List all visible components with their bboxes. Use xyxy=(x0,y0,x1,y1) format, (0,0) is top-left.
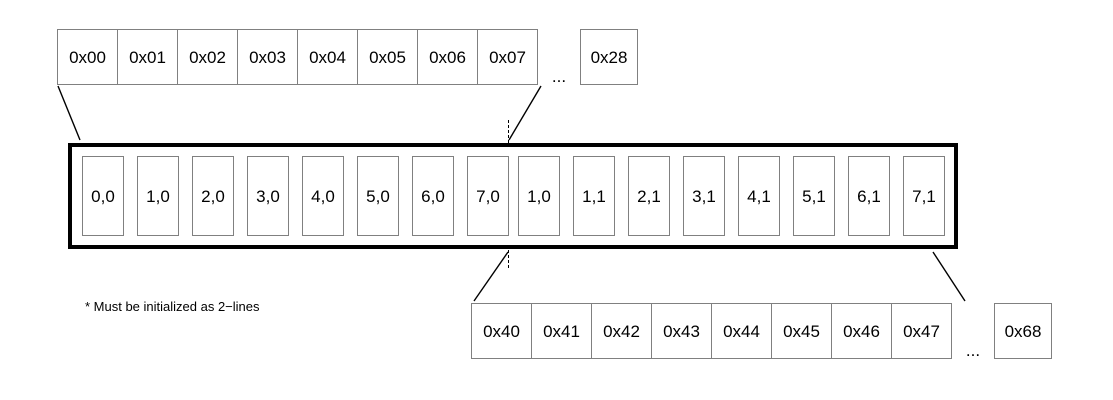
word-cell: 1,0 xyxy=(137,156,179,236)
address-cell: 0x47 xyxy=(891,303,952,359)
word-cell: 5,1 xyxy=(793,156,835,236)
leader-bottom-right-line xyxy=(932,251,966,302)
address-cell: 0x00 xyxy=(57,29,118,85)
address-ellipsis: ... xyxy=(965,341,981,360)
address-cell: 0x06 xyxy=(417,29,478,85)
address-cell: 0x46 xyxy=(831,303,892,359)
cache-line-cells: 0,0 1,0 2,0 3,0 4,0 5,0 6,0 7,0 1,0 1,1 … xyxy=(72,147,974,245)
cache-line-container: 0,0 1,0 2,0 3,0 4,0 5,0 6,0 7,0 1,0 1,1 … xyxy=(68,143,958,249)
address-cell: 0x40 xyxy=(471,303,532,359)
word-cell: 6,1 xyxy=(848,156,890,236)
address-ellipsis: ... xyxy=(551,67,567,86)
address-cell: 0x03 xyxy=(237,29,298,85)
address-cell: 0x44 xyxy=(711,303,772,359)
address-cell: 0x07 xyxy=(477,29,538,85)
address-cell: 0x45 xyxy=(771,303,832,359)
word-cell: 3,0 xyxy=(247,156,289,236)
line-1-address-strip: 0x40 0x41 0x42 0x43 0x44 0x45 0x46 0x47 … xyxy=(471,303,1052,371)
word-cell: 3,1 xyxy=(683,156,725,236)
footnote-text: * Must be initialized as 2−lines xyxy=(85,299,260,314)
word-cell: 0,0 xyxy=(82,156,124,236)
address-cell: 0x04 xyxy=(297,29,358,85)
address-cell-tail: 0x68 xyxy=(994,303,1052,359)
word-cell: 6,0 xyxy=(412,156,454,236)
address-cell: 0x02 xyxy=(177,29,238,85)
word-cell: 2,0 xyxy=(192,156,234,236)
address-cell: 0x42 xyxy=(591,303,652,359)
address-cell: 0x41 xyxy=(531,303,592,359)
address-cell-tail: 0x28 xyxy=(580,29,638,85)
word-cell: 2,1 xyxy=(628,156,670,236)
word-cell: 7,1 xyxy=(903,156,945,236)
address-cell: 0x05 xyxy=(357,29,418,85)
word-cell: 7,0 xyxy=(467,156,509,236)
word-cell: 4,0 xyxy=(302,156,344,236)
line-0-address-strip: 0x00 0x01 0x02 0x03 0x04 0x05 0x06 0x07 … xyxy=(57,29,638,97)
word-cell: 4,1 xyxy=(738,156,780,236)
address-cell: 0x43 xyxy=(651,303,712,359)
word-cell: 1,1 xyxy=(573,156,615,236)
word-cell: 5,0 xyxy=(357,156,399,236)
word-cell: 1,0 xyxy=(518,156,560,236)
address-cell: 0x01 xyxy=(117,29,178,85)
leader-bottom-left-line xyxy=(473,251,509,302)
